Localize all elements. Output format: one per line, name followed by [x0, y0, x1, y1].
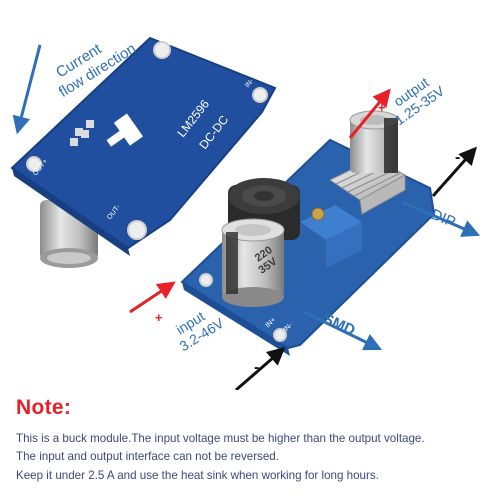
note-line-1: This is a buck module.The input voltage …: [16, 432, 425, 445]
note-line-3: Keep it under 2.5 A and use the heat sin…: [16, 469, 379, 482]
back-hole-1: [153, 41, 171, 59]
note-title: Note:: [16, 396, 72, 419]
input-plus-arrow-icon: [129, 281, 176, 314]
back-hole-4: [127, 220, 147, 240]
smd-arrow-icon: [303, 310, 383, 351]
back-hole-2: [252, 87, 268, 103]
output-capacitor: [349, 110, 399, 173]
input-capacitor: [221, 218, 285, 307]
input-plus-sign: +: [155, 310, 163, 325]
back-pin-in-minus: IN-: [244, 77, 256, 89]
smd-label: SMD: [320, 310, 358, 339]
output-minus-sign: -: [455, 149, 460, 166]
output-plus-arrow-icon: [348, 88, 391, 139]
board-arrow-icon: [106, 113, 144, 147]
note-block: Note: This is a buck module.The input vo…: [0, 392, 500, 500]
front-hole-2: [273, 328, 287, 342]
output-minus-arrow-icon: [431, 146, 477, 197]
output-plus-sign: +: [378, 100, 386, 115]
back-hole-3: [26, 156, 42, 172]
note-line-2: The input and output interface can not b…: [16, 450, 279, 463]
input-minus-sign: -: [254, 359, 259, 376]
potentiometer: [300, 205, 362, 268]
current-flow-arrow-icon: [12, 44, 42, 135]
product-photo-scene: LM2596 DC-DC OUT+ OUT- IN- Current flow …: [10, 36, 481, 390]
dip-label: DIP: [429, 206, 459, 231]
back-board: LM2596 DC-DC OUT+ OUT- IN-: [10, 36, 277, 268]
input-minus-arrow-icon: [235, 347, 286, 390]
front-board: 220 35V IN+ IN-: [180, 110, 436, 356]
front-hole-1: [199, 273, 213, 287]
dip-arrow-icon: [401, 200, 481, 237]
